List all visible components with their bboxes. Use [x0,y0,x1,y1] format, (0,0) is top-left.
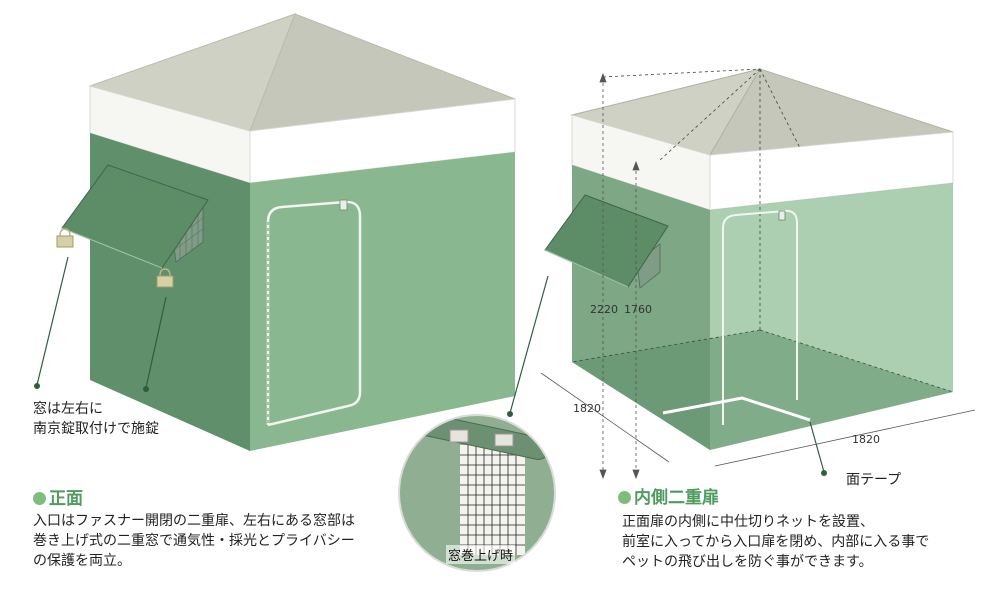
tape-caption: 面テープ [846,472,902,488]
inner-heading: 内側二重扉 [618,483,719,508]
inner-description-line: 前室に入ってから入口扉を閉め、内部に入る事で [622,534,930,550]
inner-description-line: 正面扉の内側に中仕切りネットを設置、 [622,514,874,530]
padlock-icon-left [56,228,74,248]
window-leader-line [509,275,549,414]
inner-tent-net-door [722,209,798,425]
front-description-line: 入口はファスナー開閉の二重扉、左右にある窓部は [33,513,355,529]
dimension-width-left: 1820 [573,402,601,415]
inner-tent-floor [572,330,953,450]
lock-caption-line: 窓は左右に [33,401,103,417]
tape-leader-line [809,421,825,473]
inner-tent-hidden-edges [571,68,954,393]
inner-description: 正面扉の内側に中仕切りネットを設置、 前室に入ってから入口扉を閉め、内部に入る事… [622,512,929,572]
front-description: 入口はファスナー開閉の二重扉、左右にある窓部は 巻き上げ式の二重窓で通気性・採光… [33,511,355,571]
inner-tent-face-tape [662,396,811,422]
front-heading-text: 正面 [49,489,83,509]
inner-tent-net-door-zipper [778,210,786,221]
lock-caption-line: 南京錠取付けで施錠 [33,421,159,437]
dimension-lines [540,72,976,480]
inner-tent [507,68,976,480]
padlock-icon-right [156,268,174,288]
lock-leader-dot-right [143,386,149,392]
lock-caption: 窓は左右に 南京錠取付けで施錠 [33,399,159,439]
bullet-dot-icon [618,491,631,504]
front-tent-front-wall [250,152,515,451]
front-heading: 正面 [33,484,83,509]
lock-leader-line-right [145,296,167,389]
bullet-dot-icon [33,492,46,505]
dimension-height-total: 2220 [590,303,618,316]
front-tent-door-zipper [339,199,348,211]
front-tent [34,13,516,451]
front-description-line: の保護を両立。 [33,553,131,569]
dimension-height-wall: 1760 [624,303,652,316]
tape-leader-dot [821,470,827,476]
inner-heading-text: 内側二重扉 [634,488,719,508]
dimension-width-right: 1820 [852,433,880,446]
inner-tent-window-flap-edge [544,249,629,288]
inner-description-line: ペットの飛び出しを防ぐ事ができます。 [622,554,873,570]
front-tent-door [266,200,362,427]
front-tent-window-flap-edge [61,227,163,269]
window-rolled-caption: 窓巻上げ時 [446,545,516,564]
window-leader-dot [507,411,513,417]
front-description-line: 巻き上げ式の二重窓で通気性・採光とプライバシー [33,533,355,549]
lock-leader-dot-left [34,383,40,389]
lock-leader-line-left [36,256,69,386]
